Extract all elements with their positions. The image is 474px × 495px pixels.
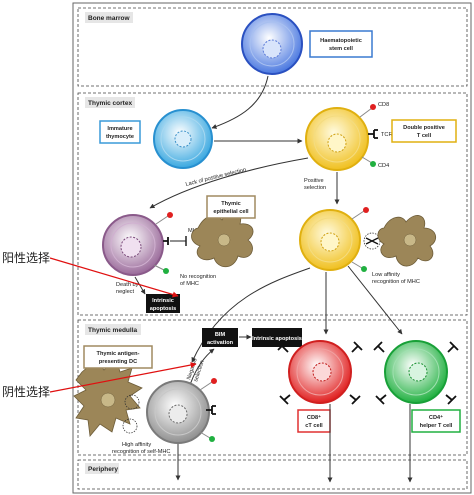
epithelial-text-1: Thymic [221, 201, 241, 207]
autoreactive-cd8-icon [211, 378, 217, 384]
bone-marrow-tag [85, 12, 133, 23]
cd4-helper-box [411, 409, 461, 433]
autoreactive-cd4-icon [209, 436, 215, 442]
dying-cd8-icon [167, 212, 173, 218]
cd4-helper-text-2: helper T cell [420, 423, 453, 429]
cd8-ct-text-2: cT cell [305, 423, 323, 429]
tcr-label: TCR [381, 132, 393, 138]
bone-marrow-label: Bone marrow [88, 15, 130, 22]
bim-text-2: activation [207, 340, 234, 346]
cd4-tcr-icon-2 [447, 341, 459, 353]
cd4-tcr-icon-4 [445, 394, 457, 405]
positive-selection-cn-label: 阳性选择 [2, 251, 50, 265]
hsc-text-2: stem cell [329, 46, 353, 52]
lack-positive-label: Lack of positive selection [185, 167, 247, 188]
immature-thymocyte-cell [153, 109, 213, 169]
periphery-label: Periphery [88, 466, 118, 473]
negative-selection-cn-label: 阴性选择 [2, 385, 50, 399]
epithelial-text-2: epithelial cell [213, 209, 249, 215]
cd4-label: CD4 [378, 163, 389, 169]
arrow-negative-selection [189, 348, 215, 386]
immature-text-2: thymocyte [106, 134, 134, 140]
cd4-tcr-icon-1 [373, 341, 385, 353]
dying-thymocyte-cell [102, 212, 173, 276]
cd4-helper-cell [373, 340, 459, 405]
dp-text-2: T cell [417, 133, 432, 139]
dying-tcr-icon [163, 237, 169, 245]
thymic-medulla-tag [85, 324, 141, 335]
thymic-epithelial-box [206, 195, 256, 219]
autoreactive-tcr-icon [206, 405, 216, 415]
cd8-ct-cell [277, 340, 363, 405]
high-affinity-contact-icon-2 [122, 418, 138, 434]
cd4-helper-text-1: CD4⁺ [429, 414, 443, 421]
tcr-mhc-binding-icon [365, 237, 379, 245]
high-affinity-label-1: High affinity [122, 442, 151, 448]
arrow-hsc-to-immature [211, 75, 269, 129]
thymic-cortex-label: Thymic cortex [88, 100, 132, 107]
dc-text-1: Thymic antigen- [97, 351, 140, 357]
bim-activation-box [202, 328, 238, 347]
periphery-panel [77, 459, 468, 490]
high-affinity-contact-icon-1 [124, 394, 140, 410]
tcr-receptor-icon [368, 129, 378, 139]
periphery-tag [85, 463, 119, 474]
cd8-tcr-icon-4 [349, 394, 361, 405]
epithelial-nucleus-2 [403, 233, 417, 247]
death-neglect-label-2: neglect [116, 289, 134, 295]
autoreactive-thymocyte-cell [146, 378, 217, 444]
apoptosis2-text: Intrinsic apoptosis [252, 336, 302, 342]
bone-marrow-panel [77, 7, 468, 87]
cd4-marker-icon [370, 161, 376, 167]
selected-dp-cell [299, 207, 369, 272]
apoptosis1-text-2: apoptosis [150, 306, 176, 312]
no-recognition-label-1: No recognition [180, 274, 216, 280]
arrow-to-cd4 [347, 265, 403, 335]
double-positive-cell [305, 104, 378, 171]
positive-selection-label-2: selection [304, 185, 326, 191]
thymic-dc-box [83, 345, 153, 369]
cd4-tcr-icon-3 [375, 394, 387, 405]
selected-cd4-icon [361, 266, 367, 272]
death-neglect-label-1: Death by [116, 282, 139, 288]
thymic-cortex-tag [85, 97, 135, 108]
hsc-text-1: Haematopoietic [320, 38, 362, 44]
immature-text-1: Immature [107, 126, 132, 132]
apoptosis1-text-1: Intrinsic [152, 298, 174, 304]
arrow-lack-positive-selection [149, 157, 309, 209]
hsc-cell [241, 13, 303, 75]
epithelial-nucleus-1 [217, 233, 231, 247]
high-affinity-label-2: recognition of self-MHC [112, 449, 170, 455]
low-affinity-label-1: Low affinity [372, 272, 400, 278]
dendritic-nucleus [100, 392, 116, 408]
double-positive-box [391, 119, 457, 143]
bim-text-1: BIM [215, 332, 226, 338]
cd8-label: CD8 [378, 102, 389, 108]
dc-text-2: presenting DC [99, 359, 137, 365]
intrinsic-apoptosis-box-2 [252, 328, 302, 347]
positive-selection-label-1: Positive [304, 178, 324, 184]
cd8-tcr-icon-2 [351, 341, 363, 353]
positive-selection-annotation-arrow [49, 257, 179, 298]
immature-box [99, 120, 141, 144]
selected-cd8-icon [363, 207, 369, 213]
negative-selection-annotation-arrow [49, 362, 197, 393]
dying-cd4-icon [163, 268, 169, 274]
thymic-medulla-label: Thymic medulla [88, 327, 138, 334]
low-affinity-label-2: recognition of MHC [372, 279, 420, 285]
no-recognition-label-2: of MHC [180, 281, 199, 287]
dp-text-1: Double positive [403, 125, 445, 131]
hsc-box [309, 30, 373, 58]
cd8-marker-icon [370, 104, 376, 110]
thymic-medulla-panel [77, 319, 468, 456]
intrinsic-apoptosis-box-1 [146, 294, 180, 313]
outer-frame [72, 2, 472, 494]
cd8-tcr-icon-3 [279, 394, 291, 405]
cd8-ct-text-1: CD8⁺ [307, 414, 321, 421]
cd8-tcr-icon-1 [277, 341, 289, 353]
arrow-neglect-to-apoptosis [134, 276, 146, 295]
thymic-cortex-panel [77, 92, 468, 316]
